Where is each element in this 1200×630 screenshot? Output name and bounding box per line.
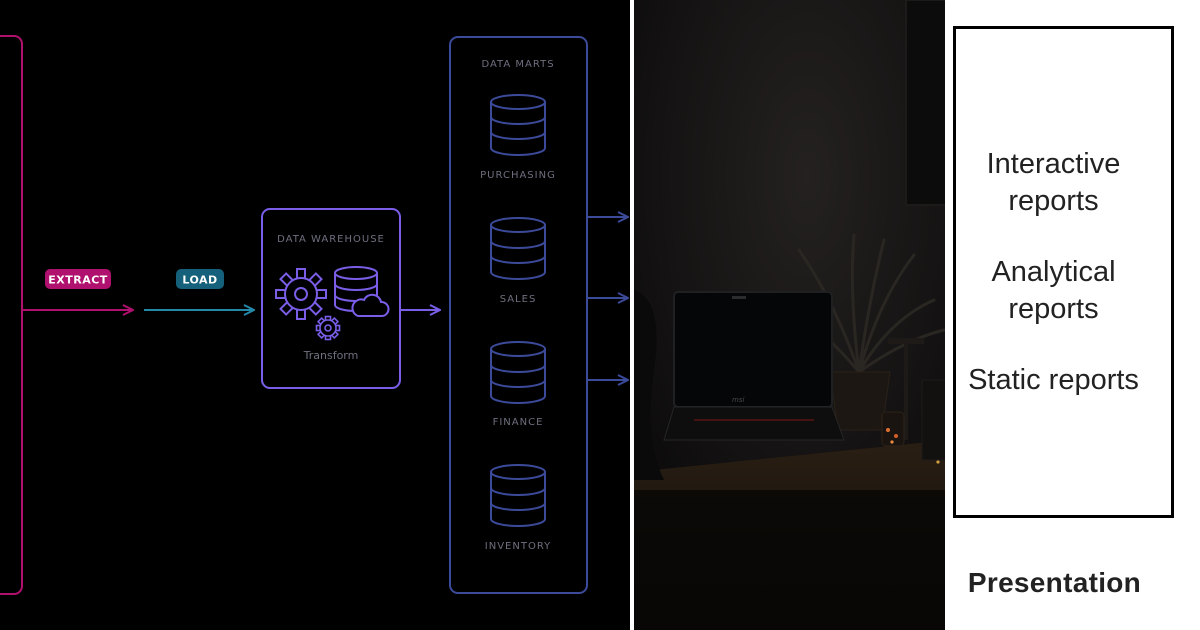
load-label: LOAD [182, 274, 217, 287]
mart-label-purchasing: PURCHASING [480, 170, 556, 181]
reports-panel: Interactive reports Analytical reports S… [949, 0, 1200, 630]
panel-divider-right [945, 0, 949, 630]
report-item-analytical: Analytical reports [949, 254, 1168, 328]
data-warehouse-box [261, 208, 401, 389]
report-item-interactive-line2: reports [1008, 185, 1099, 217]
gear-icon [275, 268, 327, 320]
report-item-interactive-line1: Interactive [986, 148, 1121, 180]
plant-pot [829, 371, 891, 431]
laptop-keyboard [663, 406, 845, 441]
mart-label-inventory: INVENTORY [485, 541, 551, 552]
data-marts-title: DATA MARTS [481, 59, 554, 70]
presentation-title: Presentation [967, 567, 1142, 598]
laptop-screen [673, 291, 833, 408]
desk-front [634, 490, 949, 630]
data-marts-box [449, 36, 588, 594]
desk-photo: msi [634, 0, 949, 630]
mart-label-finance: FINANCE [493, 417, 544, 428]
small-gear-icon [315, 315, 341, 341]
laptop-logo: msi [732, 396, 744, 404]
reports-box [953, 26, 1174, 518]
finance-database-icon [490, 341, 546, 404]
lamp-head [888, 338, 924, 344]
database-cloud-icon [334, 266, 390, 317]
sales-database-icon [490, 217, 546, 280]
source-box [0, 35, 23, 595]
etl-diagram-panel: EXTRACT LOAD DATA WAREHOUSE [0, 35, 630, 595]
load-badge [176, 269, 224, 289]
inventory-database-icon [490, 464, 546, 527]
picture-frame [905, 0, 949, 206]
report-item-analytical-line2: reports [1008, 293, 1099, 325]
etl-diagram: EXTRACT LOAD DATA WAREHOUSE [0, 35, 630, 595]
desk-photo-panel: msi [634, 0, 949, 630]
extract-label: EXTRACT [48, 274, 108, 287]
panel-divider-left [630, 0, 634, 630]
report-item-analytical-line1: Analytical [991, 256, 1116, 288]
mart-label-sales: SALES [500, 294, 537, 305]
report-item-static: Static reports [949, 362, 1168, 399]
report-item-interactive: Interactive reports [949, 146, 1168, 220]
data-warehouse-title: DATA WAREHOUSE [277, 234, 385, 245]
side-box [921, 379, 949, 461]
purchasing-database-icon [490, 94, 546, 156]
chair [634, 290, 664, 480]
laptop-camera [732, 296, 746, 299]
transform-label: Transform [303, 349, 359, 362]
extract-badge [45, 269, 111, 289]
report-item-static-line1: Static reports [968, 364, 1139, 396]
